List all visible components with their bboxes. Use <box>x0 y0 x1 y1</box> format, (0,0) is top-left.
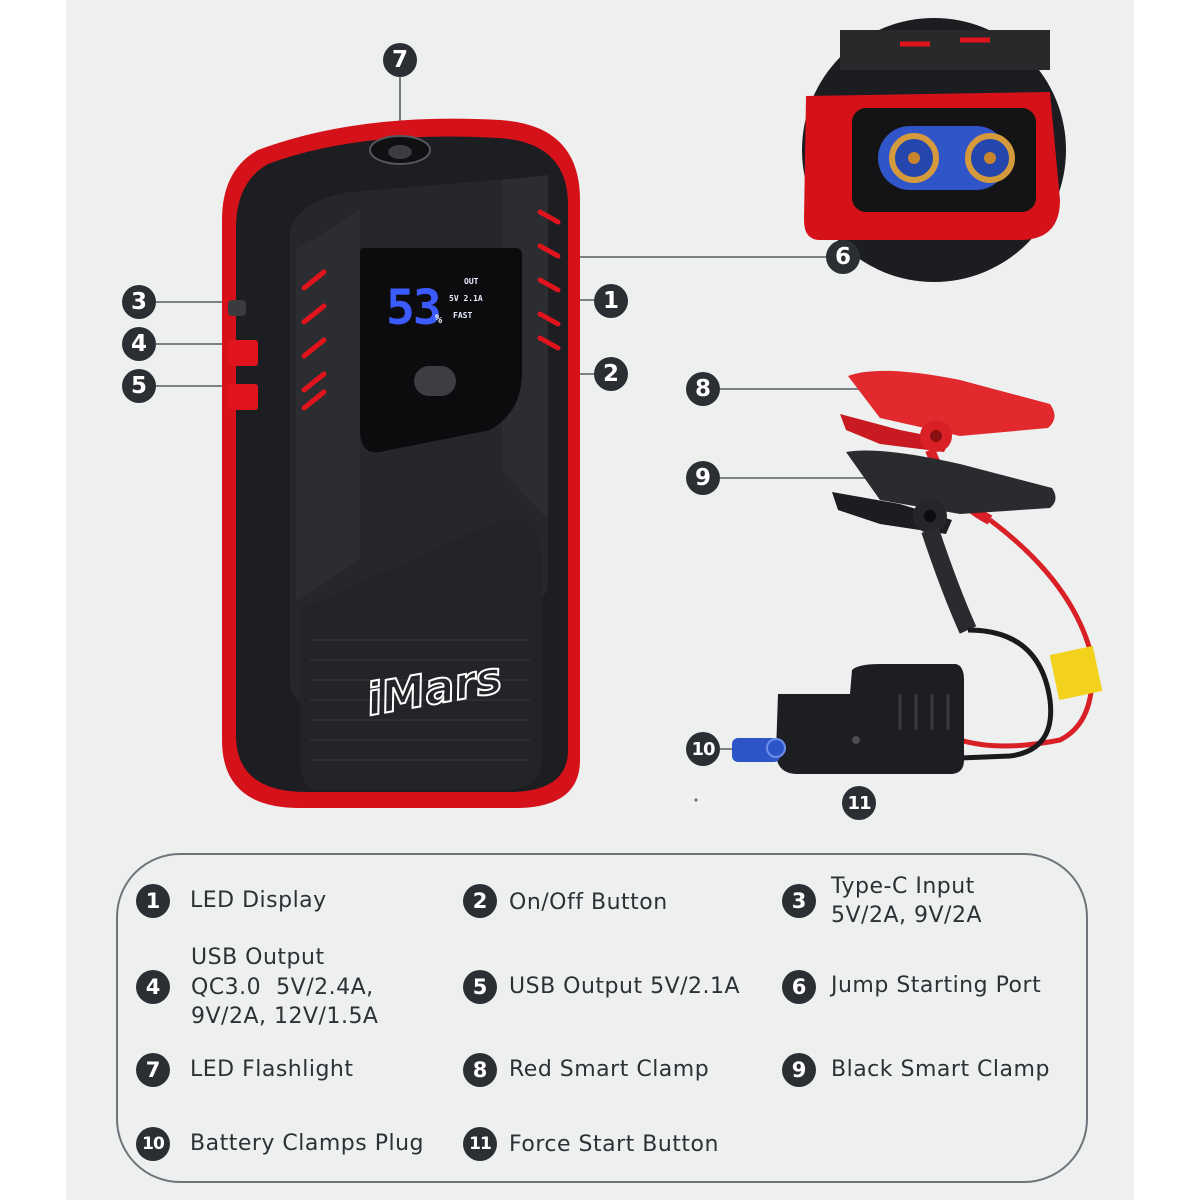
cable-label <box>1049 645 1103 701</box>
callout-9: 9 <box>686 461 720 495</box>
legend-label: LED Flashlight <box>190 1057 354 1082</box>
usb-port <box>228 384 258 410</box>
jump-port-zoom <box>802 18 1066 282</box>
legend-label: On/Off Button <box>509 890 668 915</box>
legend-label: Jump Starting Port <box>831 973 1042 998</box>
power-bank <box>222 118 580 808</box>
legend-label: USB Output 5V/2.1A <box>509 974 741 999</box>
lcd-percent: 53 <box>386 280 442 336</box>
legend-label: Red Smart Clamp <box>509 1057 710 1082</box>
lcd-mode: FAST <box>453 311 473 320</box>
legend-label: Force Start Button <box>509 1132 719 1157</box>
type-c-port <box>228 300 246 316</box>
power-button <box>414 366 456 396</box>
legend-panel <box>116 853 1088 1183</box>
clamp-plug <box>732 664 964 774</box>
callout-1: 1 <box>594 284 628 318</box>
callout-5: 5 <box>122 369 156 403</box>
legend-label: USB Output <box>191 945 325 970</box>
legend-label: 5V/2A, 9V/2A <box>831 903 982 928</box>
lcd-output-value: 5V 2.1A <box>449 294 483 303</box>
callout-7: 7 <box>383 43 417 77</box>
legend-label: LED Display <box>190 888 327 913</box>
callout-3: 3 <box>122 285 156 319</box>
callout-8: 8 <box>686 372 720 406</box>
product-illustration: iMars <box>156 18 1103 808</box>
callout-2: 2 <box>594 357 628 391</box>
legend-label: QC3.0 5V/2.4A, <box>191 975 374 1000</box>
lcd-out-label: OUT <box>464 277 479 286</box>
legend-label: Type-C Input <box>831 874 975 899</box>
legend-label: Black Smart Clamp <box>831 1057 1050 1082</box>
usb-port-qc <box>228 340 258 366</box>
legend-label: Battery Clamps Plug <box>190 1131 425 1156</box>
callout-11: 11 <box>842 786 876 820</box>
lcd-percent-sign: % <box>435 312 443 326</box>
lcd-screen <box>360 248 522 453</box>
callout-10: 10 <box>686 732 720 766</box>
force-start-button <box>852 736 860 744</box>
black-clamp <box>832 450 1056 634</box>
callout-4: 4 <box>122 327 156 361</box>
legend-label: 9V/2A, 12V/1.5A <box>191 1004 379 1029</box>
callout-6: 6 <box>826 240 860 274</box>
